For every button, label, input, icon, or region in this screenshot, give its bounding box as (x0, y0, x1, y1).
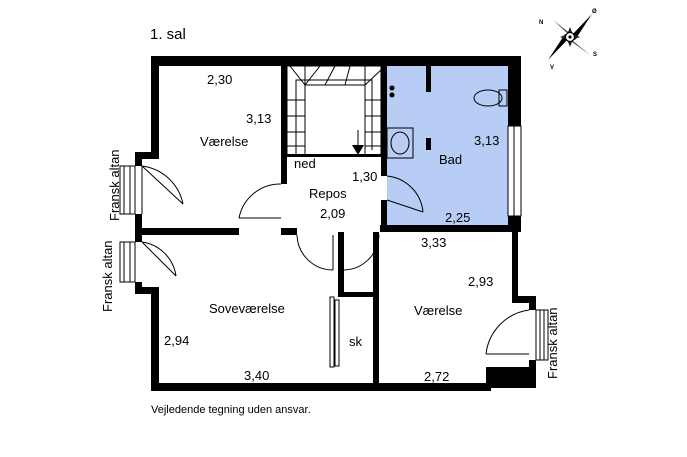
tap-icon (389, 85, 395, 98)
bad-name: Bad (439, 152, 462, 167)
balcony-left-bottom-label: Fransk altan (100, 240, 115, 312)
vaerelse-top-name: Værelse (200, 134, 248, 149)
floor-title: 1. sal (150, 26, 186, 43)
balcony-left-top (119, 165, 136, 215)
sovevaerelse-depth: 2,94 (164, 333, 189, 348)
compass-s: S (593, 52, 597, 58)
room-sovevaerelse: Soveværelse 2,94 3,40 (164, 301, 285, 383)
walls (135, 56, 536, 391)
toilet-icon (473, 89, 508, 107)
compass-rose-icon: N Ø S V (539, 9, 597, 71)
disclaimer: Vejledende tegning uden ansvar. (151, 404, 311, 416)
repos-name: Repos (309, 186, 347, 201)
balcony-left-bottom (119, 241, 136, 283)
room-vaerelse-bottom: 3,33 2,93 Værelse 2,72 (414, 235, 493, 384)
room-repos: 1,30 Repos 2,09 (309, 169, 377, 221)
repos-depth: 1,30 (352, 169, 377, 184)
vaerelse-top-width: 2,30 (207, 72, 232, 87)
vaerelse-bottom-name: Værelse (414, 303, 462, 318)
bathroom-fill (387, 66, 508, 225)
room-vaerelse-top: 2,30 3,13 Værelse (200, 72, 271, 149)
vaerelse-bottom-width: 3,33 (421, 235, 446, 250)
sink-icon (386, 127, 414, 159)
closet-label: sk (349, 334, 363, 349)
balcony-left-top-label: Fransk altan (107, 149, 122, 221)
staircase (286, 65, 382, 157)
balcony-right (535, 309, 549, 361)
window-bath (507, 125, 522, 217)
compass-n: N (539, 20, 543, 26)
sovevaerelse-name: Soveværelse (209, 301, 285, 316)
balcony-right-label: Fransk altan (545, 307, 560, 379)
bad-depth: 3,13 (474, 133, 499, 148)
vaerelse-top-depth: 3,13 (246, 111, 271, 126)
sovevaerelse-width: 3,40 (244, 368, 269, 383)
repos-width: 2,09 (320, 206, 345, 221)
stairs-label: ned (294, 156, 316, 171)
vaerelse-bottom-depth: 2,93 (468, 274, 493, 289)
bad-width: 2,25 (445, 210, 470, 225)
compass-v: V (550, 65, 554, 71)
vaerelse-bottom-width2: 2,72 (424, 369, 449, 384)
compass-o: Ø (592, 9, 597, 15)
doors (141, 165, 530, 368)
room-bad: 3,13 Bad 2,25 (439, 133, 499, 225)
